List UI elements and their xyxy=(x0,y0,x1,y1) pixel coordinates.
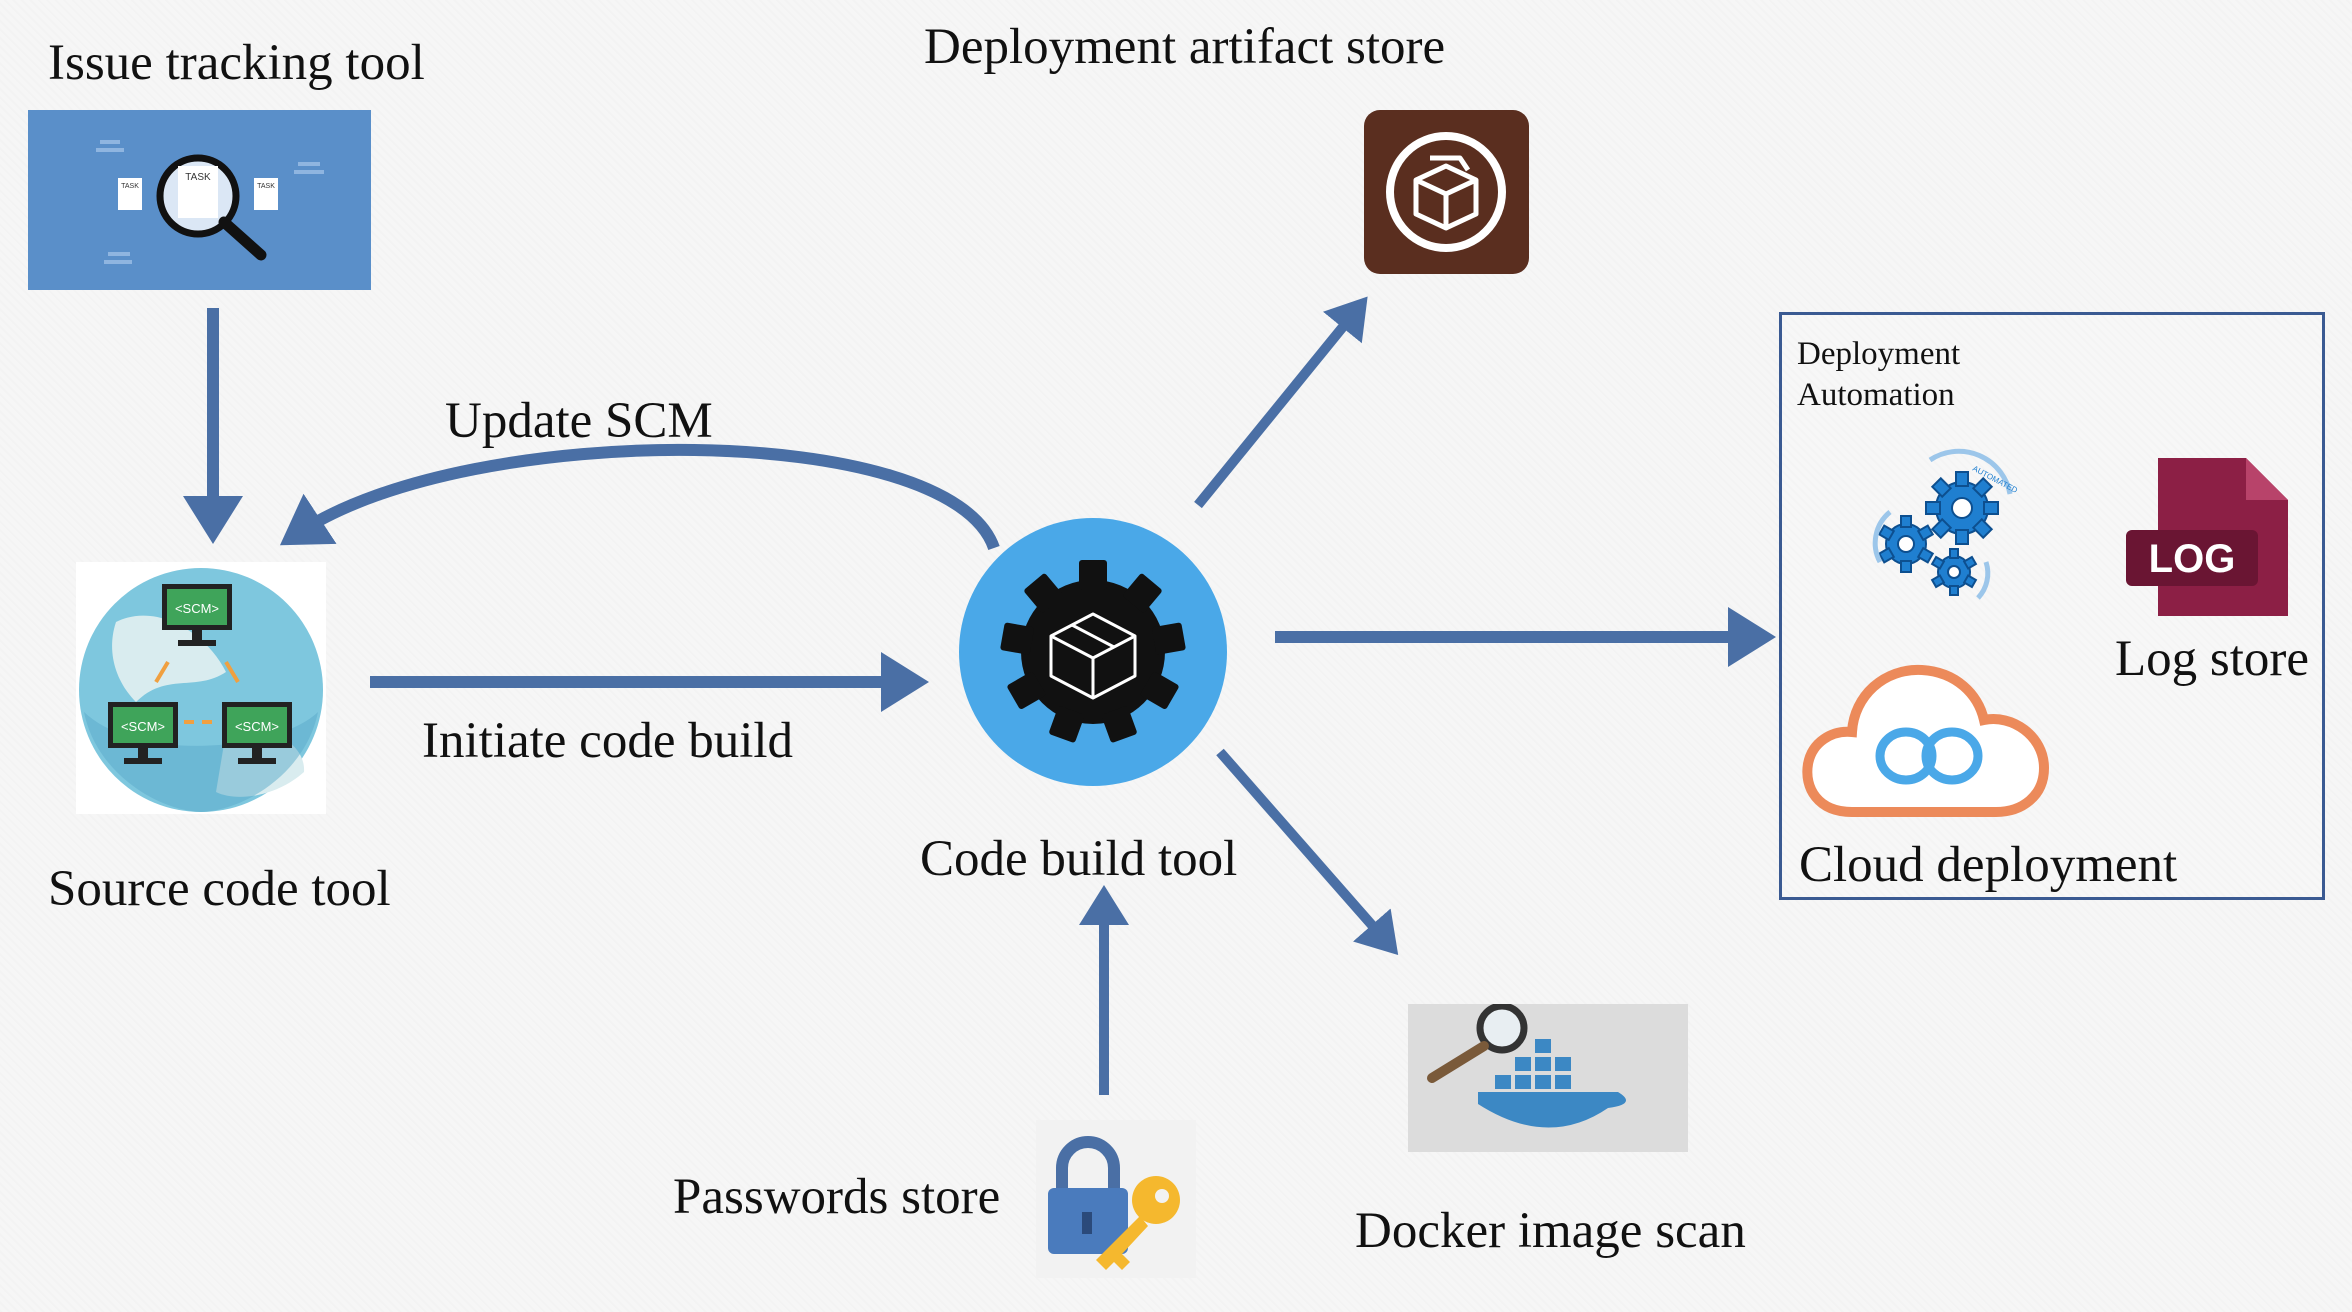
artifact-store-label: Deployment artifact store xyxy=(924,19,1446,75)
artifact-store-icon xyxy=(1364,110,1529,274)
log-text: LOG xyxy=(2149,537,2236,581)
task-tag-right: TASK xyxy=(257,183,275,190)
scm-monitor-right: <SCM> xyxy=(222,702,292,764)
arrow-build-to-docker xyxy=(1216,748,1399,956)
docker-scan-label: Docker image scan xyxy=(1355,1203,1746,1259)
update-scm-label: Update SCM xyxy=(445,393,713,449)
cloud-icon xyxy=(1802,664,2050,817)
arrow-build-to-artifact xyxy=(1194,296,1368,509)
log-file-icon: LOG xyxy=(2126,458,2288,616)
task-tag-left: TASK xyxy=(121,183,139,190)
source-code-icon: <SCM> <SCM> <SCM> xyxy=(76,562,326,814)
log-store-label: Log store xyxy=(2115,631,2310,687)
code-build-label: Code build tool xyxy=(920,831,1238,887)
docker-scan-icon xyxy=(1408,1004,1688,1152)
issue-tracking-icon: TASK TASK TASK xyxy=(28,110,371,290)
initiate-build-label: Initiate code build xyxy=(422,713,794,769)
arrow-build-to-scm xyxy=(279,443,1000,551)
svg-text:<SCM>: <SCM> xyxy=(121,719,165,734)
automation-gears-icon: AUTOMATED xyxy=(1872,448,2019,600)
source-code-label: Source code tool xyxy=(48,861,391,917)
code-build-icon xyxy=(959,518,1227,786)
deployment-automation-label: Deployment Automation xyxy=(1797,336,1961,414)
passwords-label: Passwords store xyxy=(673,1169,1001,1225)
task-tag-center: TASK xyxy=(185,172,211,183)
scm-monitor-top: <SCM> xyxy=(162,584,232,646)
scm-monitor-left: <SCM> xyxy=(108,702,178,764)
svg-text:<SCM>: <SCM> xyxy=(175,601,219,616)
issue-tracking-label: Issue tracking tool xyxy=(48,35,425,91)
cloud-deployment-label: Cloud deployment xyxy=(1799,837,2178,893)
svg-text:<SCM>: <SCM> xyxy=(235,719,279,734)
passwords-icon xyxy=(1036,1120,1196,1278)
